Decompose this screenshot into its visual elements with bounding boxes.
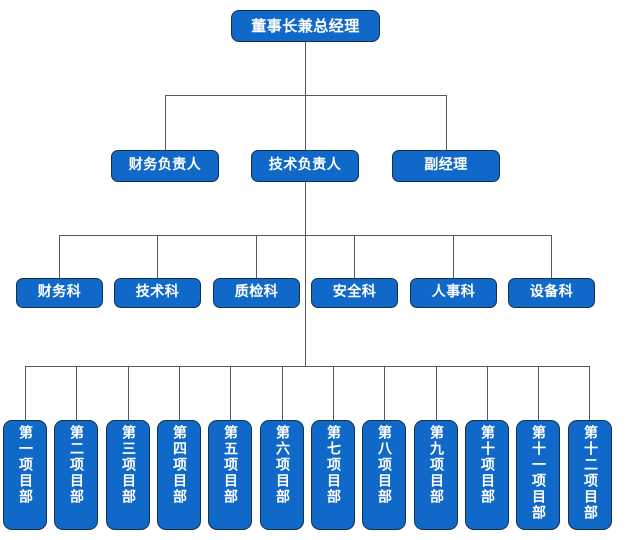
connector-level3-drop-1 — [59, 235, 60, 278]
connector-level3-drop-4 — [354, 235, 355, 278]
node-dept-finance[interactable]: 财务科 — [16, 278, 103, 308]
node-label: 质检科 — [234, 284, 279, 301]
connector-level4-drop-4 — [179, 366, 180, 420]
node-label: 第七项目部 — [325, 425, 341, 505]
node-label: 第一项目部 — [17, 425, 33, 505]
node-project-dept-1[interactable]: 第一项目部 — [3, 420, 47, 530]
node-label: 技术科 — [135, 284, 180, 301]
node-label: 第八项目部 — [376, 425, 392, 505]
connector-level3-bus — [59, 235, 552, 236]
node-label: 第十一项目部 — [530, 425, 546, 521]
node-dept-equipment[interactable]: 设备科 — [508, 278, 595, 308]
connector-level4-drop-3 — [128, 366, 129, 420]
node-project-dept-12[interactable]: 第十二项目部 — [568, 420, 612, 530]
node-dept-technical[interactable]: 技术科 — [114, 278, 201, 308]
node-dept-quality[interactable]: 质检科 — [213, 278, 300, 308]
connector-level3-drop-2 — [157, 235, 158, 278]
node-project-dept-11[interactable]: 第十一项目部 — [516, 420, 560, 530]
connector-level4-drop-11 — [538, 366, 539, 420]
connector-level4-drop-9 — [436, 366, 437, 420]
connector-spine — [305, 182, 306, 366]
node-label: 副经理 — [424, 157, 468, 174]
connector-level4-drop-8 — [384, 366, 385, 420]
node-project-dept-9[interactable]: 第九项目部 — [414, 420, 458, 530]
node-project-dept-7[interactable]: 第七项目部 — [311, 420, 355, 530]
connector-level4-drop-10 — [487, 366, 488, 420]
node-label: 第三项目部 — [120, 425, 136, 505]
node-project-dept-3[interactable]: 第三项目部 — [106, 420, 150, 530]
node-label: 安全科 — [332, 284, 377, 301]
connector-level4-drop-7 — [333, 366, 334, 420]
connector-level3-drop-6 — [551, 235, 552, 278]
node-dept-hr[interactable]: 人事科 — [410, 278, 497, 308]
connector-level3-drop-5 — [453, 235, 454, 278]
node-label: 董事长兼总经理 — [251, 16, 360, 35]
node-label: 财务负责人 — [128, 157, 202, 174]
node-label: 第十二项目部 — [582, 425, 598, 521]
connector-level2-drop-3 — [446, 95, 447, 150]
node-project-dept-6[interactable]: 第六项目部 — [260, 420, 304, 530]
node-label: 财务科 — [37, 284, 82, 301]
node-dept-safety[interactable]: 安全科 — [311, 278, 398, 308]
node-label: 第五项目部 — [222, 425, 238, 505]
node-project-dept-2[interactable]: 第二项目部 — [54, 420, 98, 530]
node-deputy-manager[interactable]: 副经理 — [392, 150, 500, 182]
connector-level4-drop-5 — [230, 366, 231, 420]
connector-level4-bus — [25, 366, 589, 367]
connector-level4-drop-12 — [589, 366, 590, 420]
node-root-chairman[interactable]: 董事长兼总经理 — [231, 10, 380, 42]
connector-level4-drop-6 — [282, 366, 283, 420]
node-project-dept-10[interactable]: 第十项目部 — [465, 420, 509, 530]
node-label: 第六项目部 — [274, 425, 290, 505]
node-label: 第九项目部 — [428, 425, 444, 505]
node-technical-head[interactable]: 技术负责人 — [251, 150, 359, 182]
node-finance-head[interactable]: 财务负责人 — [111, 150, 219, 182]
node-label: 第四项目部 — [171, 425, 187, 505]
node-label: 人事科 — [431, 284, 476, 301]
connector-level3-drop-3 — [256, 235, 257, 278]
connector-level2-drop-2 — [305, 95, 306, 150]
connector-level4-drop-2 — [76, 366, 77, 420]
node-label: 第二项目部 — [68, 425, 84, 505]
node-label: 技术负责人 — [268, 157, 342, 174]
node-project-dept-8[interactable]: 第八项目部 — [362, 420, 406, 530]
node-label: 第十项目部 — [479, 425, 495, 505]
node-project-dept-4[interactable]: 第四项目部 — [157, 420, 201, 530]
connector-level2-drop-1 — [165, 95, 166, 150]
node-label: 设备科 — [529, 284, 574, 301]
connector-root-stem — [305, 42, 306, 95]
connector-level4-drop-1 — [25, 366, 26, 420]
node-project-dept-5[interactable]: 第五项目部 — [208, 420, 252, 530]
